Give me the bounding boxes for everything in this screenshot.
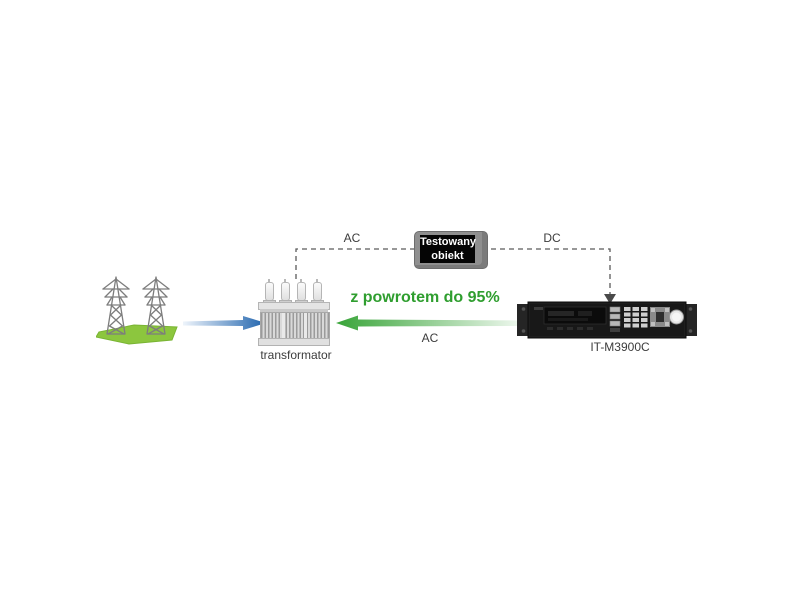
transformer-mid-band xyxy=(260,309,328,312)
bushing-icon xyxy=(263,279,276,306)
transformer-icon xyxy=(258,279,330,346)
tested-object-screen: Testowany obiekt xyxy=(420,235,477,263)
transformer-fins xyxy=(260,312,330,340)
device-display xyxy=(543,306,607,325)
transformer-fin-gap xyxy=(304,313,307,338)
numeric-keypad xyxy=(624,307,648,328)
grid-to-transformer-arrow xyxy=(183,316,266,330)
rack-ear-left xyxy=(517,304,530,336)
pylon-left xyxy=(102,276,130,335)
tested-object-line1: Testowany xyxy=(420,236,477,248)
bushing-icon xyxy=(295,279,308,306)
tested-object-line2: obiekt xyxy=(431,250,464,262)
return-percentage-label: z powrotem do 95% xyxy=(350,289,500,306)
brand-logo xyxy=(534,307,543,310)
down-arrowhead-icon xyxy=(604,294,616,304)
device-label: IT-M3900C xyxy=(590,340,650,354)
bushing-icon xyxy=(279,279,292,306)
ac-line-label: AC xyxy=(343,231,361,245)
tested-object-chip-icon: Testowany obiekt xyxy=(414,231,488,269)
bushing-icon xyxy=(311,279,324,306)
return-ac-label: AC xyxy=(421,331,439,345)
dc-line-label: DC xyxy=(543,231,561,245)
transmission-towers-icon xyxy=(96,276,178,345)
pylon-right xyxy=(142,276,170,335)
nav-pad xyxy=(650,307,670,327)
soft-key-row xyxy=(547,327,593,330)
transformer-label: transformator xyxy=(260,348,332,362)
rack-ear-right xyxy=(684,304,697,336)
rack-power-supply-image xyxy=(517,301,697,339)
transformer-base xyxy=(258,338,330,346)
function-buttons xyxy=(609,306,621,327)
transformer-fin-gap xyxy=(282,313,285,338)
device-to-transformer-return-arrow xyxy=(336,315,526,331)
rotary-knob-icon xyxy=(669,309,684,325)
